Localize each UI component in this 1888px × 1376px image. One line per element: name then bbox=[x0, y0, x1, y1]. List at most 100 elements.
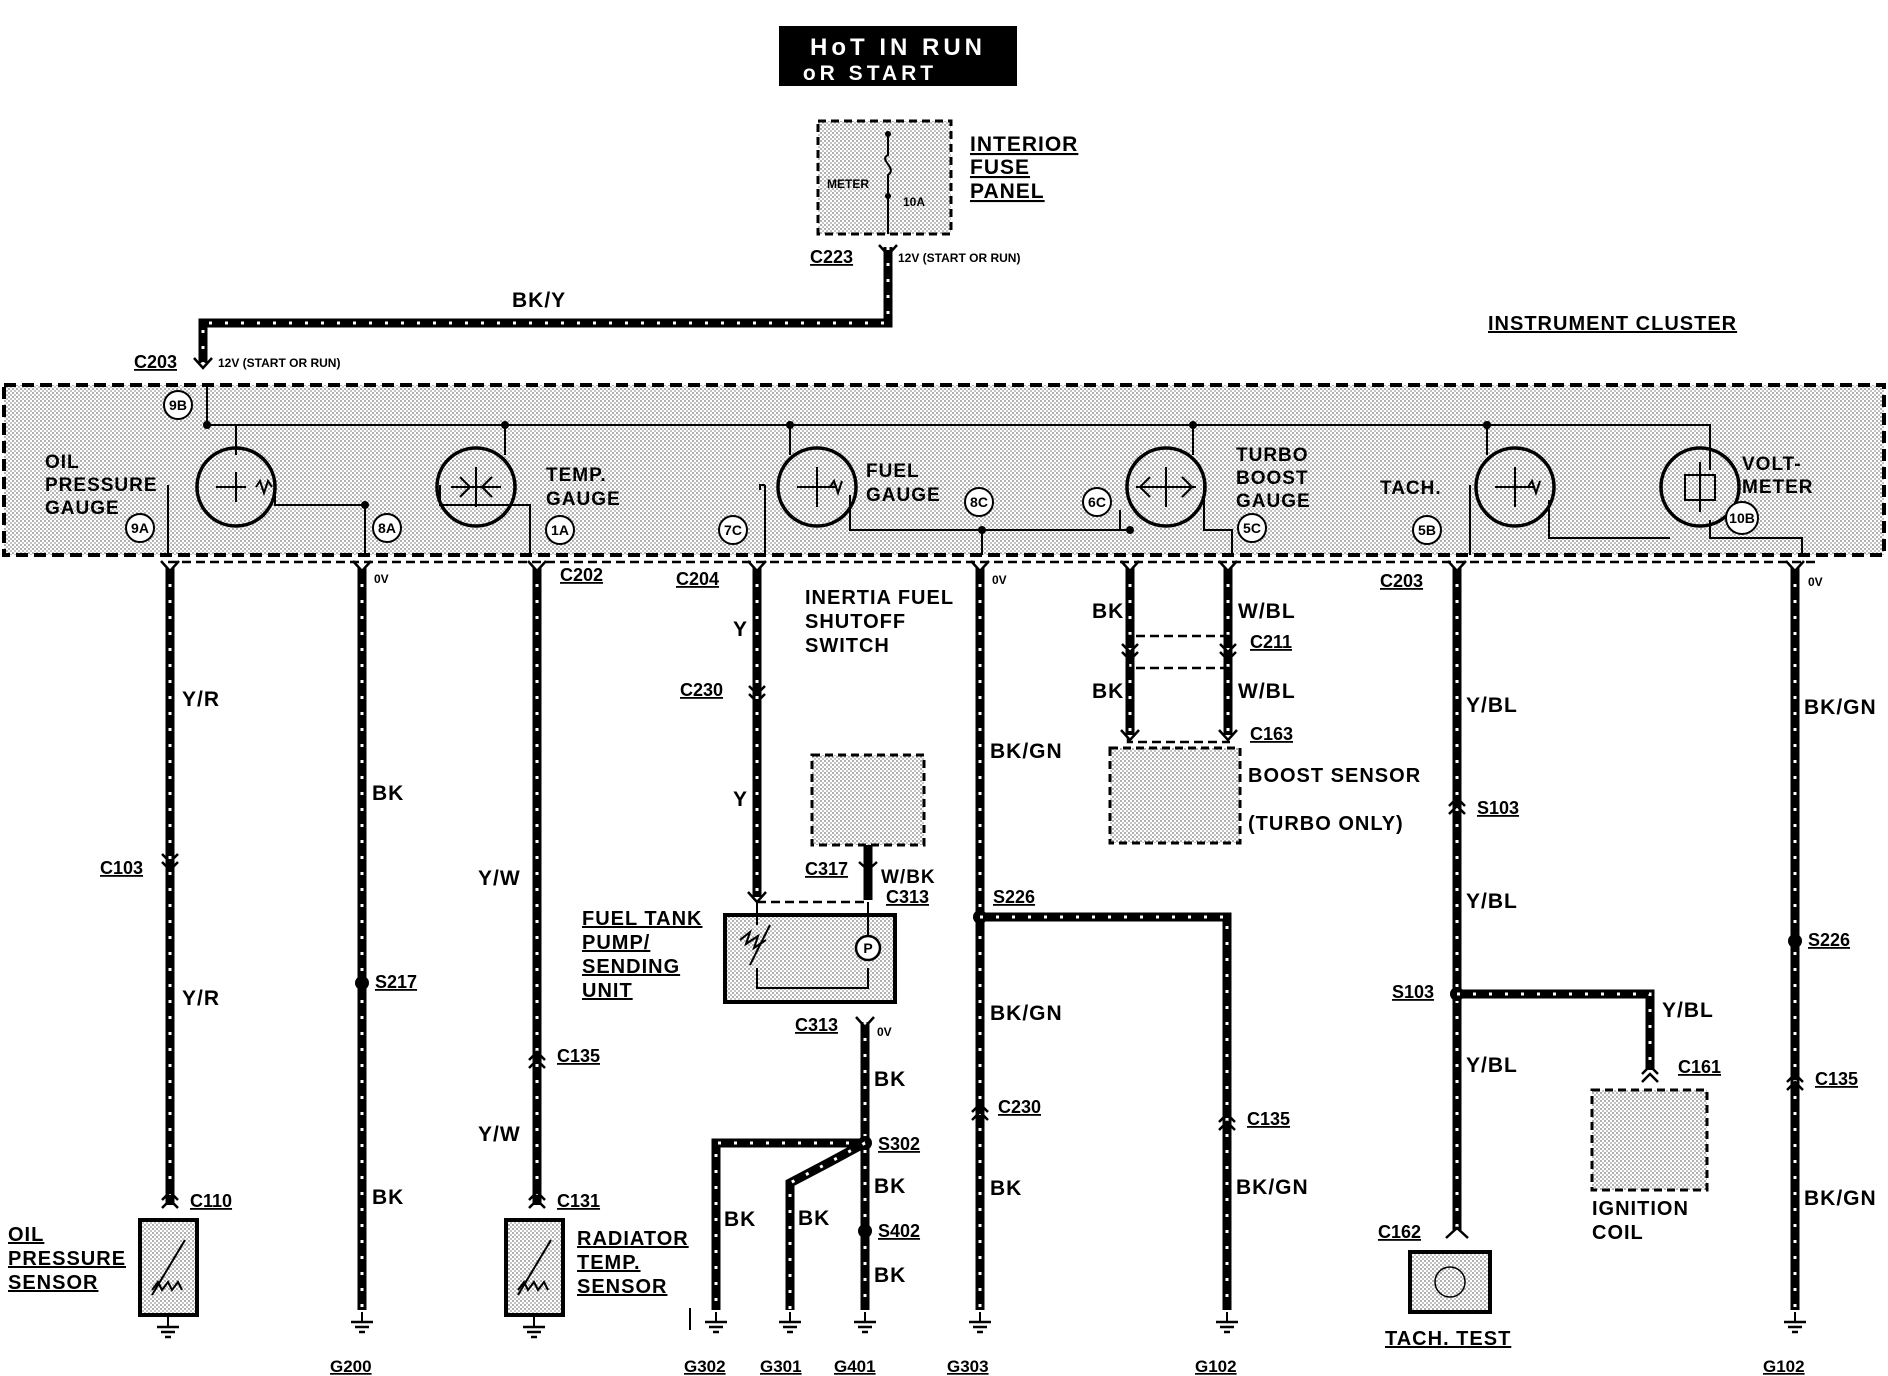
inertia-fuel-switch: INERTIA FUEL SHUTOFF SWITCH C317 W/BK C3… bbox=[805, 587, 954, 907]
wire-boost-wbl: W/BL C211 W/BL C163 bbox=[1126, 559, 1295, 744]
pin-6c: 6C bbox=[1082, 487, 1112, 517]
wire-oil-pressure: Y/R C103 Y/R C110 bbox=[100, 559, 232, 1211]
fuel-gauge-label-1: FUEL bbox=[866, 461, 920, 482]
oil-sensor-label-2: PRESSURE bbox=[8, 1248, 126, 1270]
wire-tach: C203 Y/BL S103 Y/BL S103 Y/BL C162 bbox=[1378, 559, 1519, 1242]
conn-c230-lower: C230 bbox=[998, 1097, 1041, 1117]
fuel-tank-label-4: UNIT bbox=[582, 980, 633, 1002]
ground-g200: G200 bbox=[330, 1357, 372, 1376]
temp-gauge-label-2: GAUGE bbox=[546, 489, 621, 510]
fuel-tank-unit: P FUEL TANK PUMP/ SENDING UNIT bbox=[582, 902, 897, 1004]
tach-test-connector: TACH. TEST bbox=[1385, 1250, 1511, 1350]
conn-c230-fuel: C230 bbox=[680, 680, 723, 700]
wire-bk-boost-2: BK bbox=[1092, 680, 1124, 703]
wire-bk-f1: BK bbox=[874, 1068, 906, 1091]
wire-ybl-1: Y/BL bbox=[1466, 694, 1518, 717]
wire-radiator-temp: C202 Y/W C135 Y/W C131 bbox=[478, 559, 603, 1211]
wire-bk-f4: BK bbox=[724, 1208, 756, 1231]
ground-g102-a: G102 bbox=[1195, 1357, 1237, 1376]
oil-gauge-label-1: OIL bbox=[45, 452, 80, 473]
oil-pressure-gauge: OIL PRESSURE GAUGE bbox=[45, 446, 277, 528]
inertia-label-1: INERTIA FUEL bbox=[805, 587, 954, 609]
wire-yw-1: Y/W bbox=[478, 867, 521, 890]
boost-sensor-label-2: (TURBO ONLY) bbox=[1248, 813, 1404, 835]
fuse-rating: 10A bbox=[903, 195, 925, 209]
radiator-label-1: RADIATOR bbox=[577, 1228, 689, 1250]
wire-yw-2: Y/W bbox=[478, 1123, 521, 1146]
splice-s226-b: S226 bbox=[1808, 930, 1850, 950]
wire-s226-g102: C135 BK/GN G102 bbox=[980, 912, 1309, 1376]
hot-in-run-box: HoT IN RUN oR START bbox=[779, 26, 1017, 86]
tach-gauge: TACH. bbox=[1380, 446, 1556, 528]
conn-c161: C161 bbox=[1678, 1057, 1721, 1077]
cluster-title: INSTRUMENT CLUSTER bbox=[1488, 313, 1737, 335]
conn-c135-tach: S103 bbox=[1477, 798, 1519, 818]
wire-ybl-4: Y/BL bbox=[1662, 999, 1714, 1022]
conn-c211: C211 bbox=[1250, 632, 1292, 652]
zero-volt-2: 0V bbox=[992, 573, 1007, 587]
wire-bk-f2: BK bbox=[874, 1175, 906, 1198]
wire-yr-2: Y/R bbox=[182, 987, 220, 1010]
tach-test-label: TACH. TEST bbox=[1385, 1328, 1511, 1350]
svg-text:9B: 9B bbox=[169, 397, 187, 413]
svg-text:5B: 5B bbox=[1418, 522, 1436, 538]
fuse-output-voltage: 12V (START OR RUN) bbox=[898, 251, 1020, 265]
oil-gauge-label-3: GAUGE bbox=[45, 498, 120, 519]
conn-c202: C202 bbox=[560, 565, 603, 585]
ignition-coil-label-1: IGNITION bbox=[1592, 1198, 1689, 1220]
wire-bkgn-2: BK/GN bbox=[990, 1002, 1063, 1025]
pin-7c: 7C bbox=[718, 515, 748, 545]
wire-bk-f5: BK bbox=[798, 1207, 830, 1230]
svg-text:8A: 8A bbox=[378, 520, 396, 536]
fuse-panel-label-3: PANEL bbox=[970, 180, 1045, 203]
wire-voltmeter: 0V BK/GN S226 C135 BK/GN G102 bbox=[1763, 559, 1877, 1376]
wire-ybl-2: Y/BL bbox=[1466, 890, 1518, 913]
temp-gauge-label-1: TEMP. bbox=[546, 465, 607, 486]
fuel-gauge-label-2: GAUGE bbox=[866, 485, 941, 506]
wire-8c-bkgn: 0V BK/GN S226 BK/GN C230 BK G303 bbox=[947, 559, 1063, 1376]
boost-sensor-label-1: BOOST SENSOR bbox=[1248, 765, 1421, 787]
wire-fuel-gauge: C204 Y C230 Y bbox=[676, 559, 868, 904]
pin-9a: 9A bbox=[125, 513, 155, 543]
feed-wire-bky: C223 12V (START OR RUN) BK/Y C203 12V (S… bbox=[134, 243, 1020, 372]
pin-9b: 9B bbox=[163, 390, 193, 420]
wire-yr-1: Y/R bbox=[182, 688, 220, 711]
pin-1a: 1A bbox=[545, 515, 575, 545]
splice-s402: S402 bbox=[878, 1221, 920, 1241]
boost-sensor: BOOST SENSOR (TURBO ONLY) bbox=[1108, 746, 1421, 845]
zero-volt-1: 0V bbox=[374, 572, 389, 586]
ignition-coil-label-2: COIL bbox=[1592, 1222, 1644, 1244]
conn-c163: C163 bbox=[1250, 724, 1293, 744]
ground-g401: G401 bbox=[834, 1357, 876, 1376]
cluster-input-voltage: 12V (START OR RUN) bbox=[218, 356, 340, 370]
fuse-name: METER bbox=[827, 177, 869, 191]
svg-text:1A: 1A bbox=[551, 522, 569, 538]
fuel-tank-label-3: SENDING bbox=[582, 956, 680, 978]
conn-c313-top: C313 bbox=[886, 887, 929, 907]
svg-text:7C: 7C bbox=[724, 522, 742, 538]
oil-sensor-label-3: SENSOR bbox=[8, 1272, 98, 1294]
splice-s226-a: S226 bbox=[993, 887, 1035, 907]
ground-g301: G301 bbox=[760, 1357, 802, 1376]
wire-bk-1: BK bbox=[372, 782, 404, 805]
conn-c135-rad: C135 bbox=[557, 1046, 600, 1066]
conn-c103: C103 bbox=[100, 858, 143, 878]
radiator-label-2: TEMP. bbox=[577, 1252, 641, 1274]
svg-text:9A: 9A bbox=[131, 520, 149, 536]
conn-c203-top: C203 bbox=[134, 352, 177, 372]
wire-boost-bk: BK BK bbox=[1092, 559, 1141, 742]
wire-bkgn-3: BK/GN bbox=[1236, 1176, 1309, 1199]
oil-sensor-label-1: OIL bbox=[8, 1224, 44, 1246]
svg-text:10B: 10B bbox=[1729, 510, 1755, 526]
wire-bk-f3: BK bbox=[874, 1264, 906, 1287]
wire-ignition-coil: Y/BL C161 bbox=[1457, 989, 1721, 1084]
wire-bk-g303: BK bbox=[990, 1177, 1022, 1200]
voltmeter-label-2: METER bbox=[1742, 477, 1814, 498]
voltmeter-gauge: VOLT- METER bbox=[1659, 446, 1814, 528]
conn-c317: C317 bbox=[805, 859, 848, 879]
wire-bkgn-5: BK/GN bbox=[1804, 1187, 1877, 1210]
wire-y-1: Y bbox=[733, 618, 748, 641]
wire-bkgn-4: BK/GN bbox=[1804, 696, 1877, 719]
pin-10b: 10B bbox=[1725, 501, 1759, 535]
